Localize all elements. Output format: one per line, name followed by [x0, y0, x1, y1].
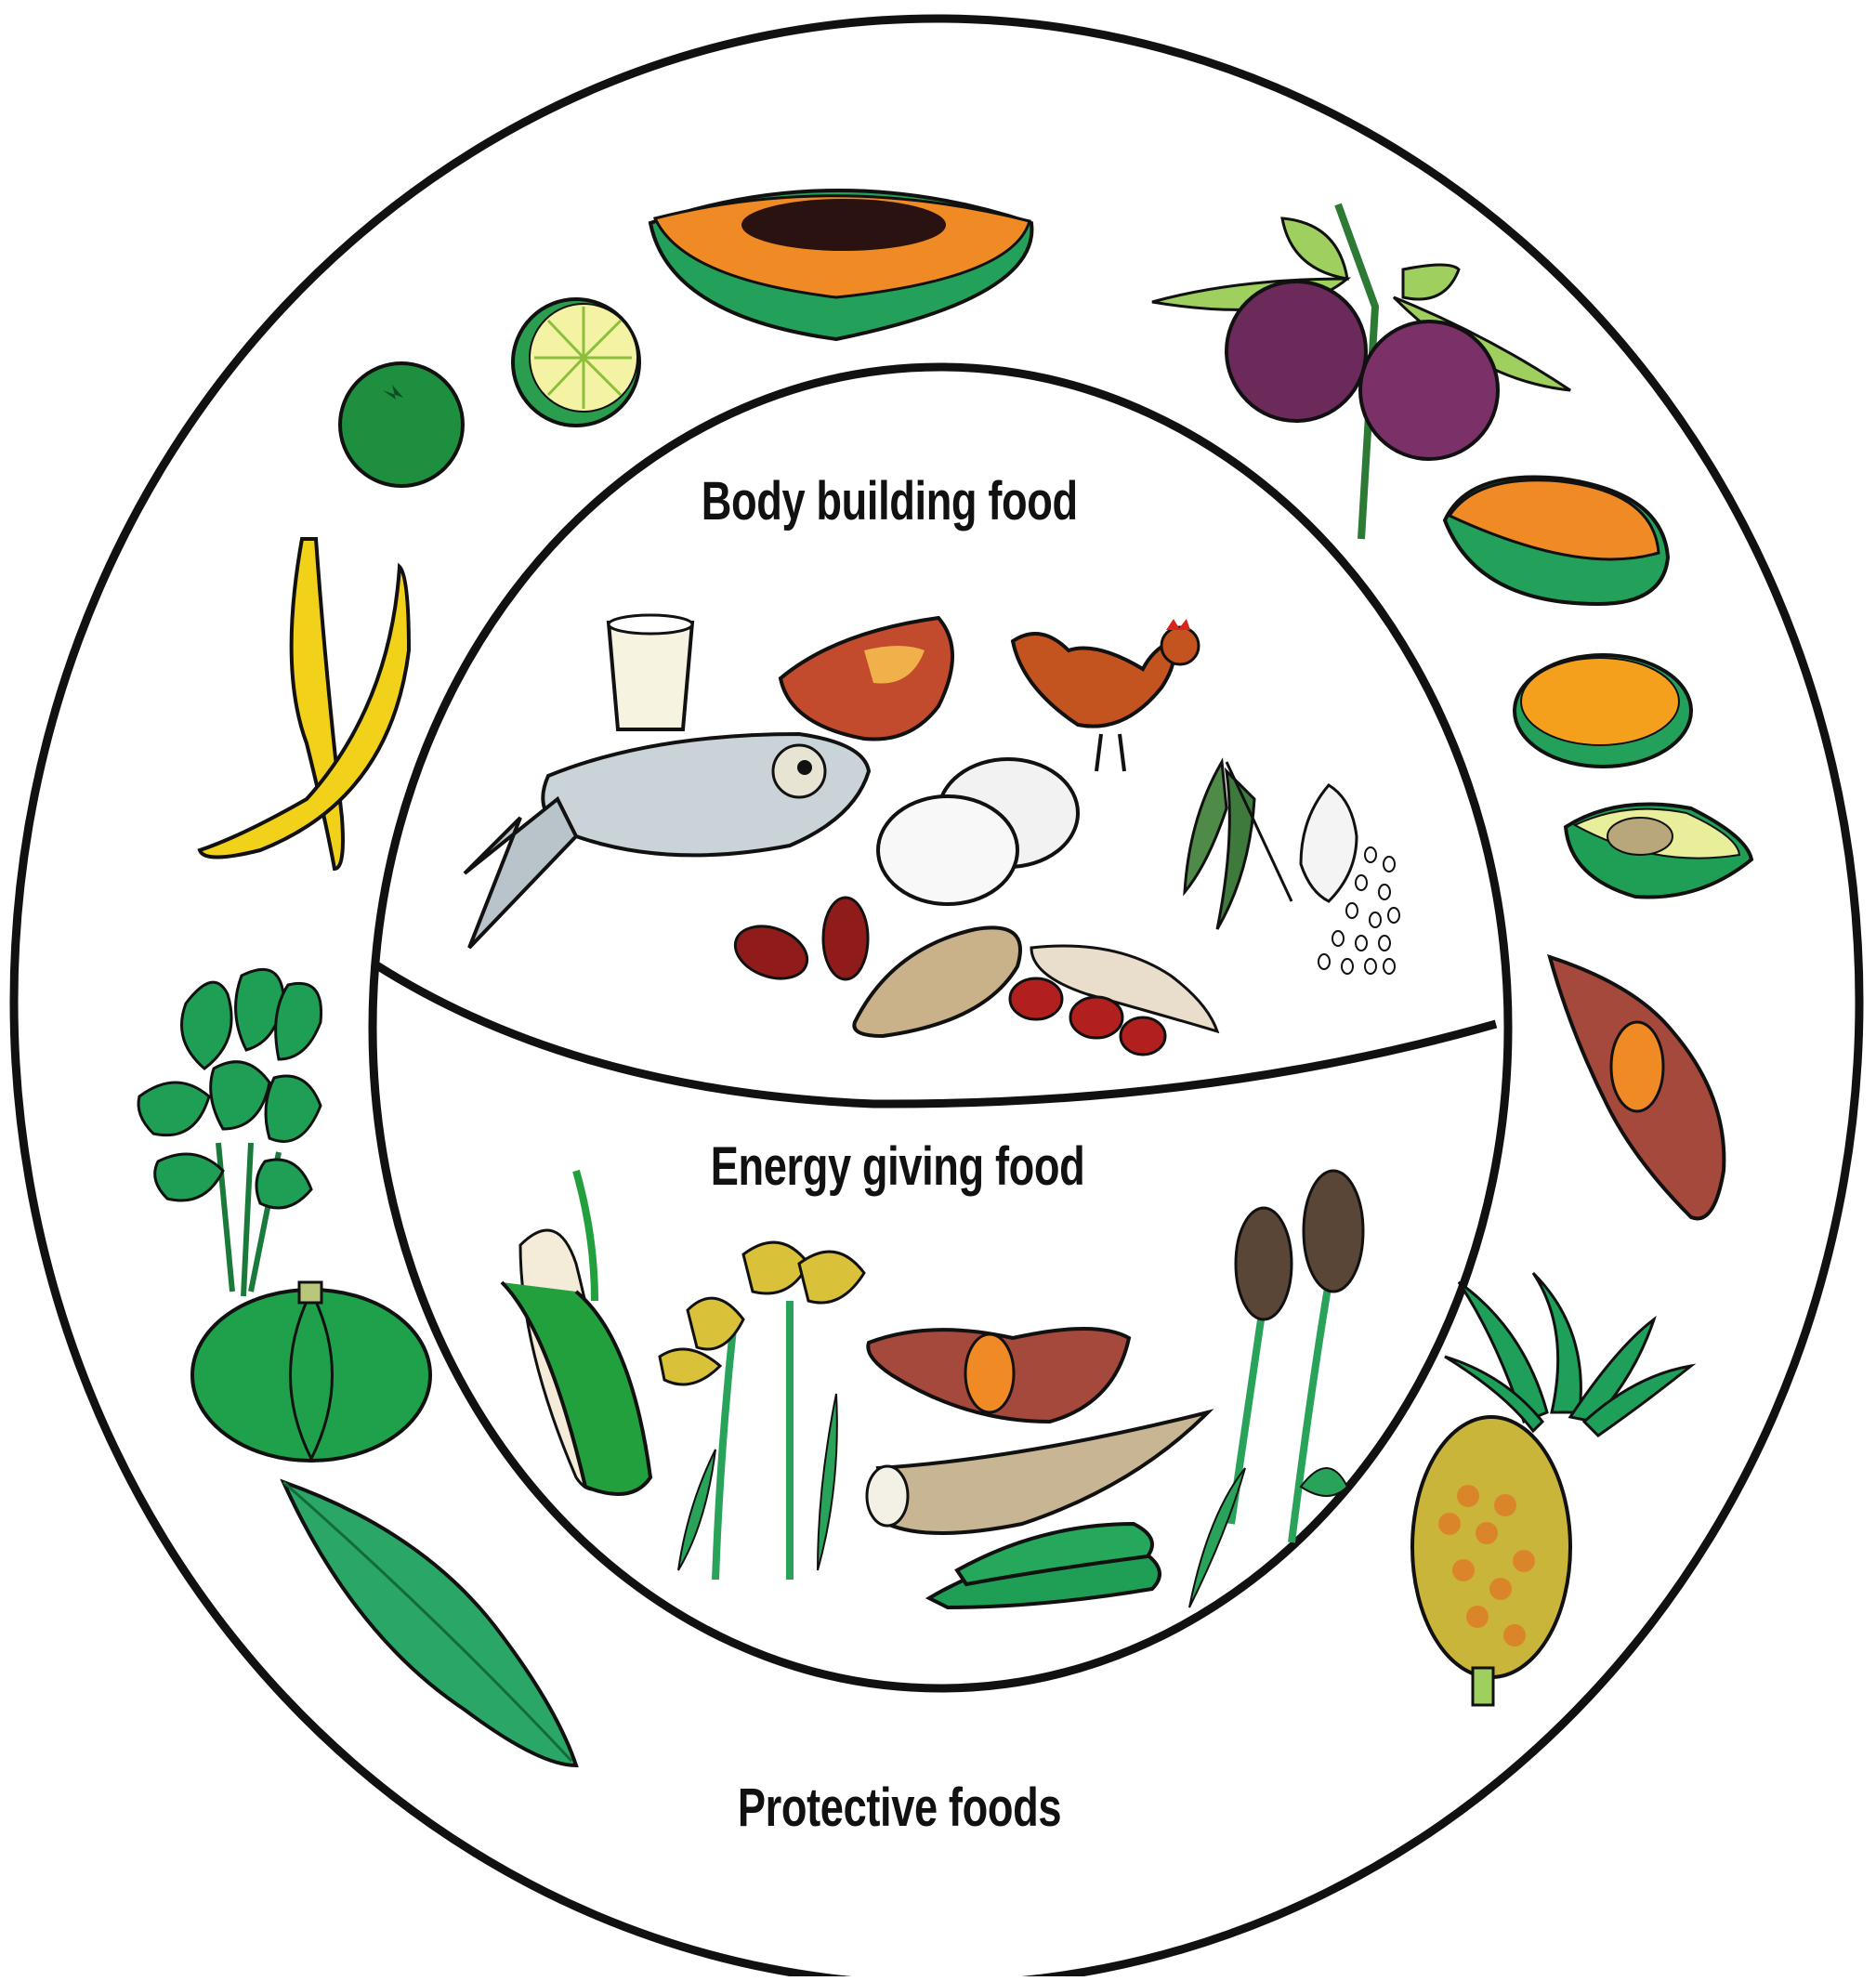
cassava-icon	[867, 1412, 1208, 1533]
kidney-beans-icon	[728, 898, 868, 988]
eggs-icon	[878, 759, 1078, 904]
orange-icon	[340, 363, 463, 486]
milk-glass-icon	[609, 615, 692, 729]
mango-icon	[1445, 477, 1668, 604]
lime-icon	[513, 299, 639, 426]
protective-foods-label: Protective foods	[737, 1777, 1063, 1839]
fish-icon	[465, 734, 869, 948]
rooster-icon	[1013, 619, 1199, 771]
bean-pod-icon	[1010, 946, 1217, 1055]
green-beans-icon	[1185, 762, 1292, 929]
spinach-icon	[138, 969, 321, 1296]
sorghum-icon	[1189, 1171, 1363, 1607]
seeds-icon	[1301, 785, 1399, 974]
papaya-icon	[650, 190, 1031, 339]
sweet-potato-icon	[1550, 957, 1724, 1218]
mango-slice-icon	[1515, 655, 1691, 767]
maize-icon	[502, 1171, 650, 1494]
millet-plant-icon	[660, 1242, 864, 1580]
banana-icon	[200, 539, 409, 869]
body-building-label: Body building food	[702, 470, 1043, 532]
groundnut-icon	[854, 927, 1020, 1036]
sweet-potato-icon	[868, 1329, 1129, 1422]
pineapple-icon	[1412, 1273, 1691, 1705]
green-plantain-icon	[929, 1524, 1160, 1607]
pumpkin-icon	[192, 1282, 430, 1461]
green-leaf-icon	[283, 1482, 576, 1765]
avocado-icon	[1566, 805, 1751, 898]
energy-giving-label: Energy giving food	[711, 1135, 1052, 1198]
meat-icon	[781, 618, 952, 740]
